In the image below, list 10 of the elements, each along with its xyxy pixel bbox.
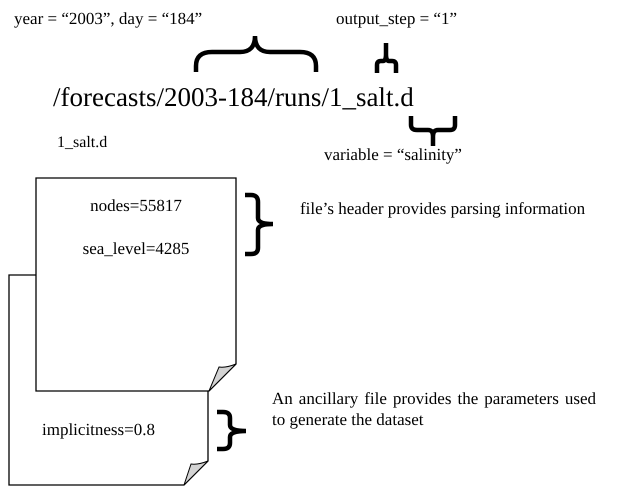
annotation-note: file’s header provides parsing information [300,198,586,219]
file-name: 1_salt.d [57,133,108,153]
parameter-text: sea_level=4285 [82,239,190,259]
file-path: /forecasts/2003-184/runs/1_salt.d [53,82,414,112]
parameter-text: nodes=55817 [89,196,183,216]
attribute-text: year = “2003”, day = “184” [14,9,202,29]
attribute-text: variable = “salinity” [324,145,462,165]
attribute-text: output_step = “1” [336,9,458,29]
parameter-text: implicitness=0.8 [41,420,156,440]
annotation-note: An ancillary file provides the parameters used to generate the dataset [272,388,596,430]
